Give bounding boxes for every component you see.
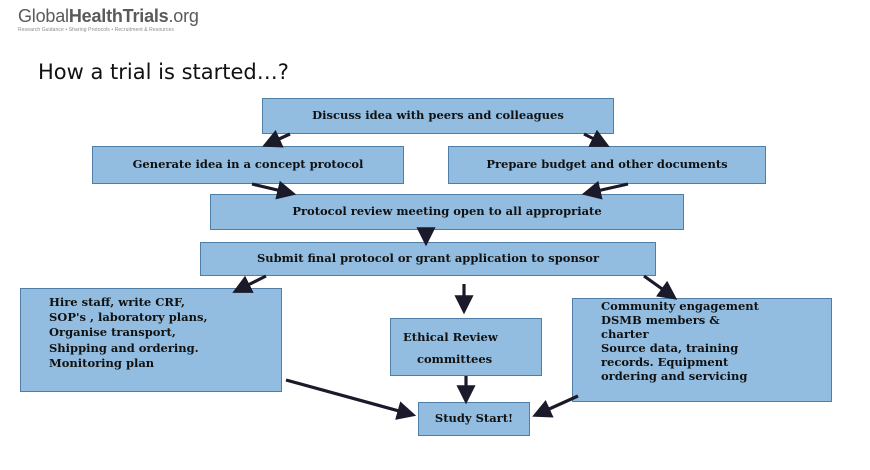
logo-part-org: .org (168, 6, 199, 26)
logo-part-global: Global (18, 6, 69, 26)
arrow-community-to-start (532, 394, 579, 418)
ethical-line-1: Ethical Review (403, 330, 498, 344)
box-discuss-label: Discuss idea with peers and colleagues (312, 108, 564, 123)
box-submit-protocol: Submit final protocol or grant applicati… (200, 242, 656, 276)
box-study-start-label: Study Start! (434, 411, 514, 426)
hire-staff-line-5: Monitoring plan (49, 355, 155, 370)
logo-wordmark: GlobalHealthTrials.org (18, 6, 199, 27)
logo-part-health: Health (68, 6, 123, 26)
community-line-6: ordering and servicing (601, 369, 748, 384)
hire-staff-line-2: SOP's , laboratory plans, (49, 310, 208, 325)
site-logo: GlobalHealthTrials.org Research Guidance… (18, 6, 199, 33)
community-line-2: DSMB members & (601, 313, 720, 328)
box-hire-staff: Hire staff, write CRF, SOP's , laborator… (20, 288, 282, 392)
hire-staff-line-1: Hire staff, write CRF, (49, 295, 185, 309)
box-budget-label: Prepare budget and other documents (486, 157, 728, 172)
box-generate-idea: Generate idea in a concept protocol (92, 146, 404, 184)
hire-staff-line-3: Organise transport, (49, 325, 176, 340)
box-protocol-review: Protocol review meeting open to all appr… (210, 194, 684, 230)
arrow-discuss-to-budget (583, 129, 610, 147)
box-ethical-review: Ethical Review committees (390, 318, 542, 376)
arrow-discuss-to-generate (262, 129, 291, 148)
logo-part-trials: Trials (122, 6, 169, 26)
arrow-generate-to-review (251, 180, 297, 200)
box-community-engagement: Community engagement DSMB members & char… (572, 298, 832, 402)
arrow-submit-to-community (643, 274, 678, 300)
box-generate-label: Generate idea in a concept protocol (132, 157, 364, 172)
hire-staff-line-4: Shipping and ordering. (49, 340, 199, 355)
logo-tagline: Research Guidance • Sharing Protocols • … (18, 27, 174, 33)
community-line-3: charter (601, 327, 649, 342)
ethical-line-2: committees (417, 351, 493, 366)
box-review-label: Protocol review meeting open to all appr… (292, 204, 602, 219)
box-submit-label: Submit final protocol or grant applicati… (256, 251, 600, 266)
box-prepare-budget: Prepare budget and other documents (448, 146, 766, 184)
box-discuss-idea: Discuss idea with peers and colleagues (262, 98, 614, 134)
arrow-budget-to-review (581, 180, 629, 200)
community-line-4: Source data, training (601, 341, 739, 356)
arrow-submit-to-hire (232, 274, 267, 293)
community-line-1: Community engagement (601, 299, 759, 313)
arrow-hire-to-start (285, 378, 417, 420)
community-line-5: records. Equipment (601, 355, 729, 370)
slide-heading: How a trial is started…? (38, 60, 289, 84)
